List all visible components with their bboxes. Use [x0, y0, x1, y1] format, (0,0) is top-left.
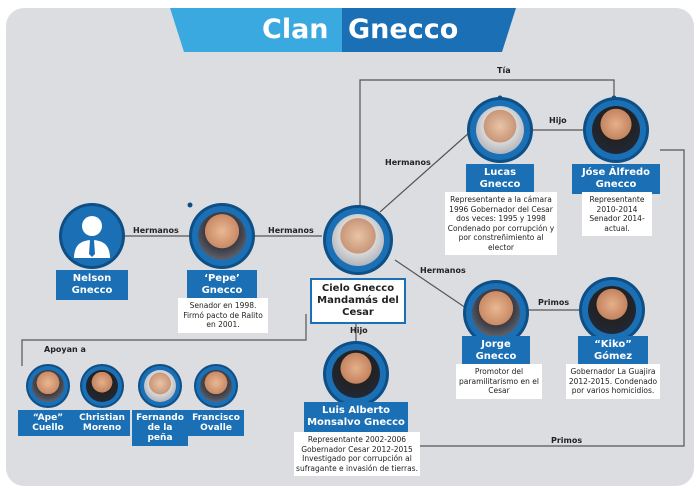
edge-label-hijo-luis: Hijo	[350, 326, 368, 335]
title-clan: Clan	[262, 14, 329, 45]
avatar-jorge	[466, 283, 526, 343]
desc-jose: Representante 2010-2014 Senador 2014-act…	[582, 192, 652, 236]
name-cielo: Cielo Gnecco Mandamás del Cesar	[310, 278, 406, 324]
avatar-nelson	[62, 206, 122, 266]
photo-kiko	[588, 286, 636, 334]
edge-label-hermanos-top: Hermanos	[385, 158, 431, 167]
desc-kiko: Gobernador La Guajira 2012-2015. Condena…	[566, 364, 660, 399]
edge-label-hermanos-nelson: Hermanos	[133, 226, 179, 235]
avatar-kiko	[582, 280, 642, 340]
photo-luis	[332, 350, 380, 398]
name-francisco: Francisco Ovalle	[188, 410, 244, 436]
person-icon	[74, 216, 110, 258]
avatar-cielo	[326, 208, 390, 272]
name-fernando: Fernando de la peña	[132, 410, 188, 446]
photo-pepe	[198, 212, 246, 260]
name-christian: Christian Moreno	[74, 410, 130, 436]
avatar-lucas	[470, 100, 530, 160]
name-pepe: ‘Pepe’ Gnecco	[187, 270, 257, 300]
edge-label-hermanos-pepe: Hermanos	[268, 226, 314, 235]
photo-fernando	[144, 370, 176, 402]
photo-lucas	[476, 106, 524, 154]
edge-label-hermanos-jorge: Hermanos	[420, 266, 466, 275]
avatar-ape	[28, 366, 68, 406]
desc-luis: Representante 2002-2006 Gobernador Cesar…	[294, 432, 420, 476]
name-luis: Luis Alberto Monsalvo Gnecco	[304, 402, 408, 432]
name-jorge: Jorge Gnecco	[462, 336, 530, 366]
name-nelson: Nelson Gnecco	[56, 270, 128, 300]
name-lucas: Lucas Gnecco	[466, 164, 534, 194]
avatar-pepe	[192, 206, 252, 266]
avatar-christian	[82, 366, 122, 406]
avatar-francisco	[196, 366, 236, 406]
desc-jorge: Promotor del paramilitarismo en el Cesar	[456, 364, 542, 399]
desc-lucas: Representante a la cámara 1996 Gobernado…	[445, 192, 557, 255]
edge-label-tia: Tía	[497, 66, 511, 75]
photo-francisco	[200, 370, 232, 402]
desc-pepe: Senador en 1998. Firmó pacto de Ralito e…	[178, 298, 268, 333]
title-banner	[170, 8, 516, 52]
photo-christian	[86, 370, 118, 402]
edge-label-primos-kiko: Primos	[538, 298, 570, 307]
name-kiko: “Kiko” Gómez	[578, 336, 648, 366]
edge-label-apoyan: Apoyan a	[44, 345, 86, 354]
photo-cielo	[332, 214, 384, 266]
avatar-luis	[326, 344, 386, 404]
photo-jose	[592, 106, 640, 154]
title-gnecco: Gnecco	[348, 14, 459, 45]
avatar-fernando	[140, 366, 180, 406]
name-jose: Jóse Álfredo Gnecco	[572, 164, 660, 194]
name-ape: “Ape” Cuello	[18, 410, 78, 436]
photo-ape	[32, 370, 64, 402]
edge-label-hijo-top: Hijo	[549, 116, 567, 125]
avatar-jose	[586, 100, 646, 160]
photo-jorge	[472, 289, 520, 337]
edge-label-primos-bottom: Primos	[551, 436, 583, 445]
